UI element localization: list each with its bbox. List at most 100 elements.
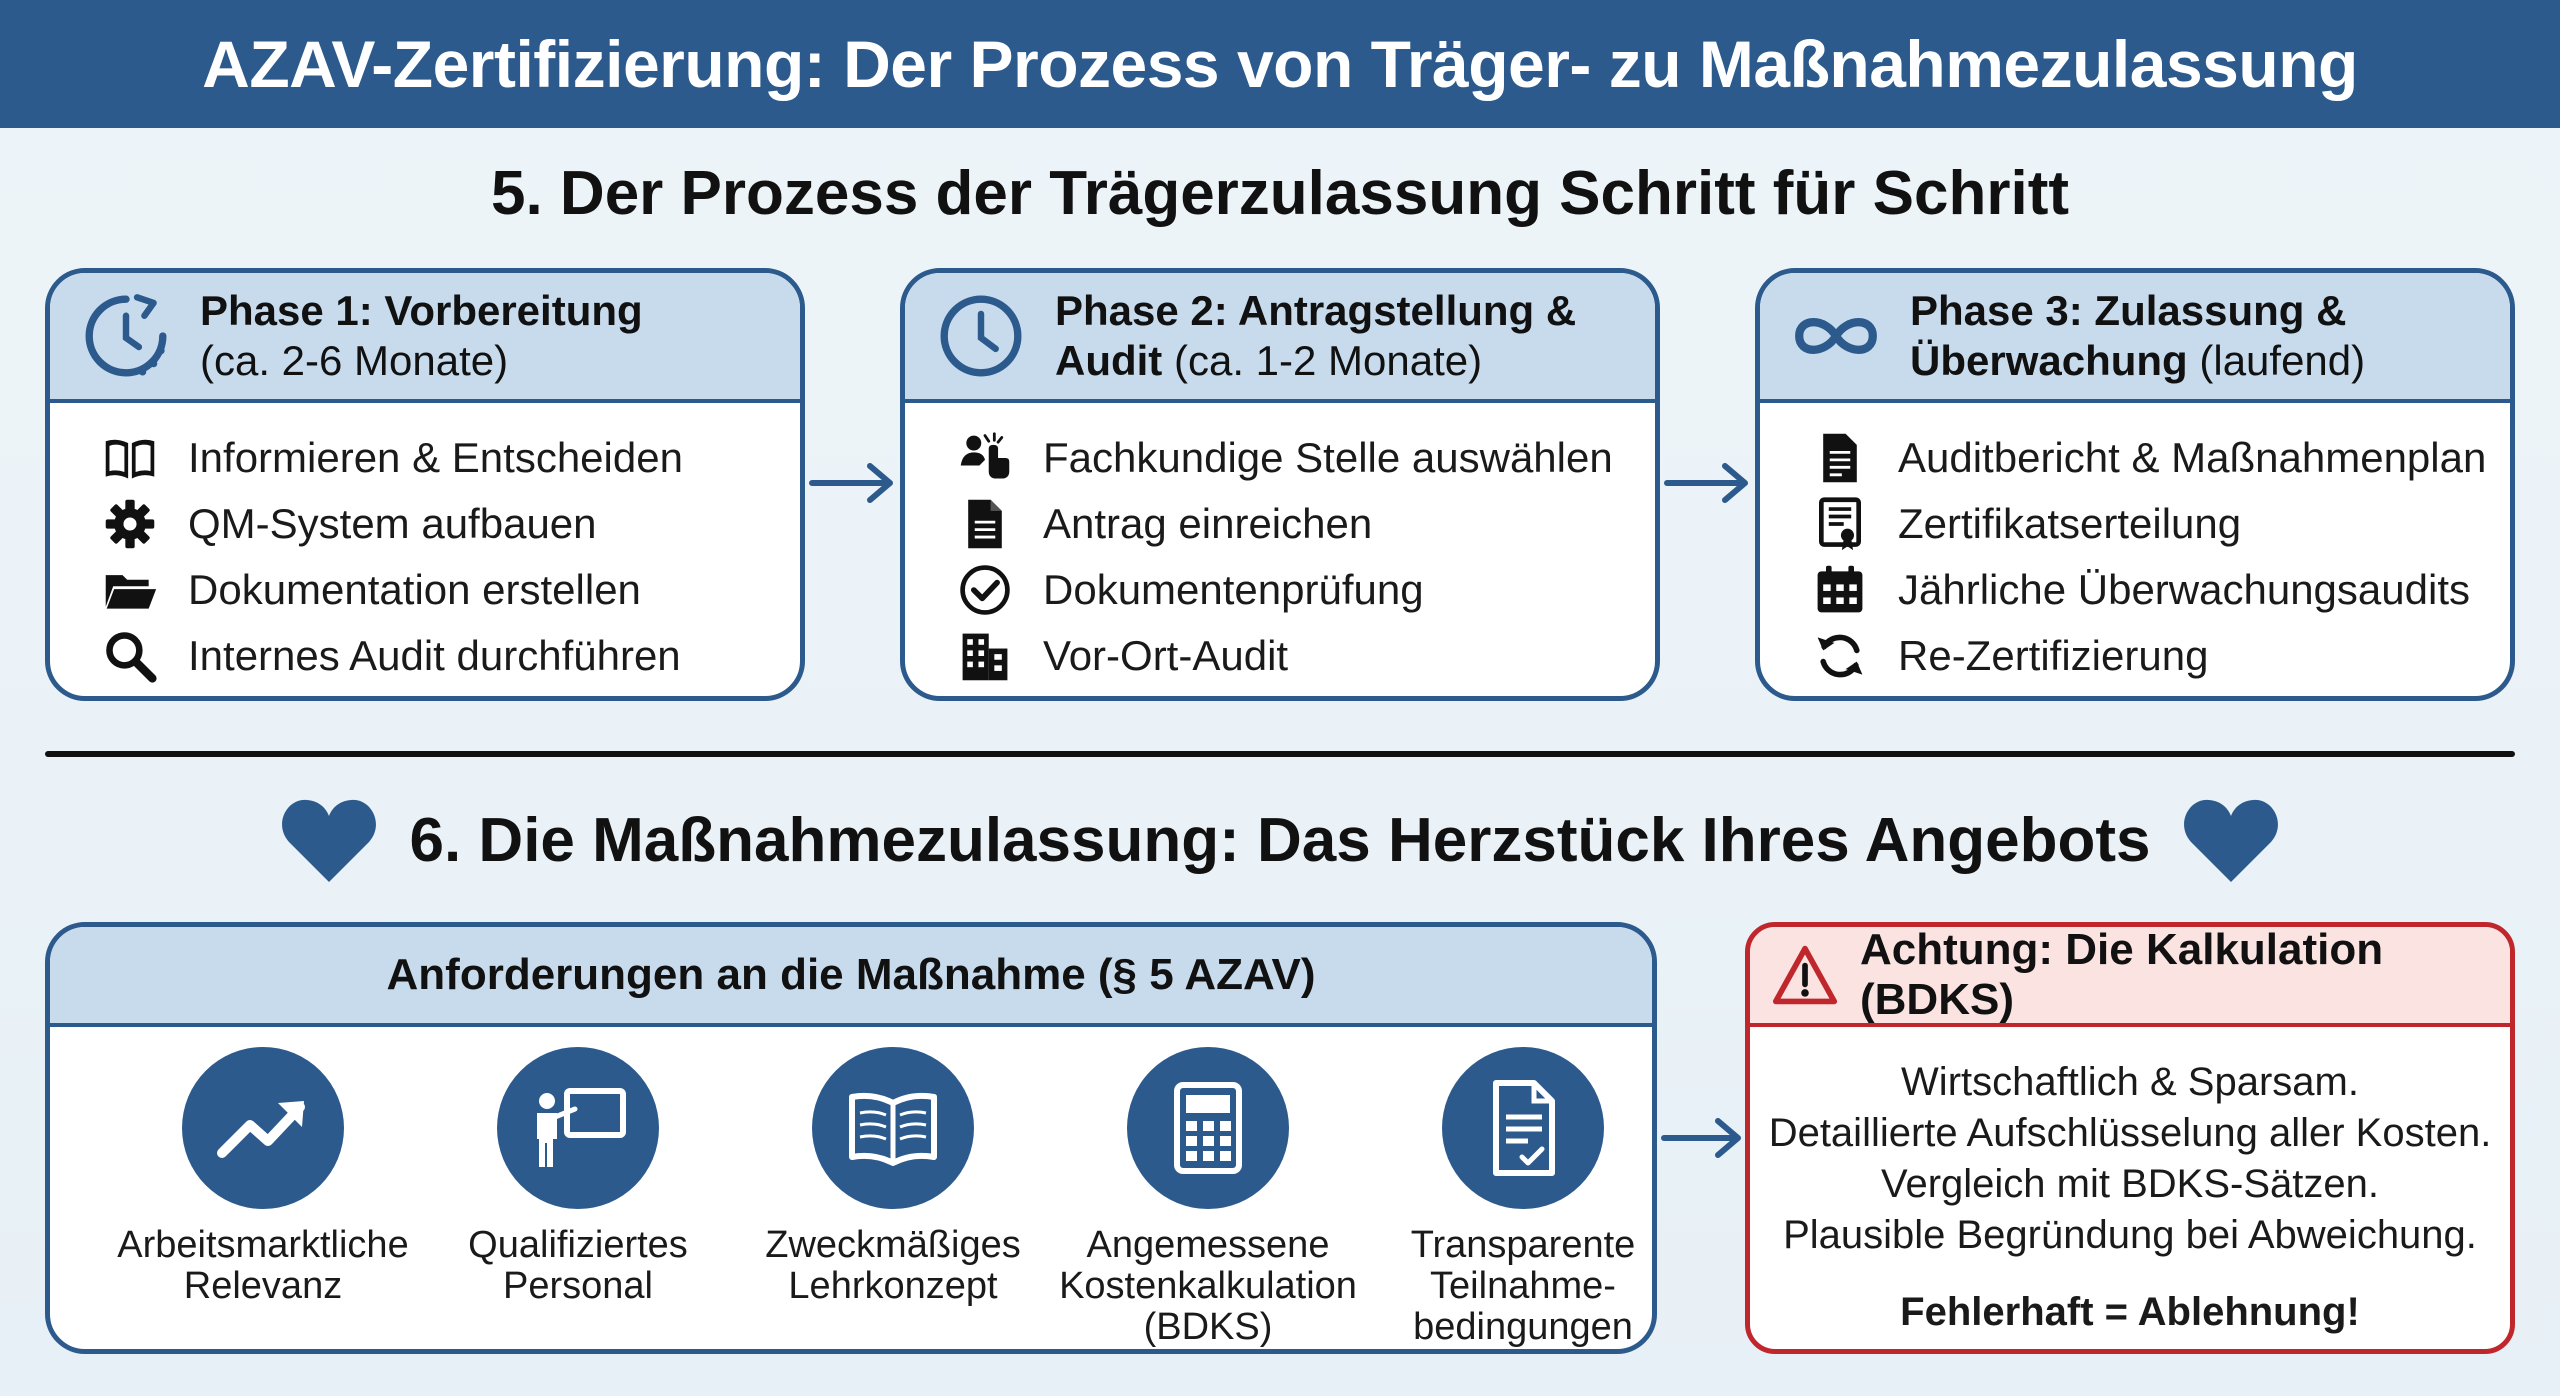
requirement-icon-circle [1127, 1047, 1289, 1209]
list-item: Auditbericht & Maßnahmenplan [1812, 425, 2510, 491]
list-item: Internes Audit durchführen [102, 623, 800, 689]
requirement-item: Qualifiziertes Personal [423, 1047, 733, 1307]
phase-3-duration: (laufend) [2199, 337, 2366, 384]
requirement-icon-circle [812, 1047, 974, 1209]
warning-line: Plausible Begründung bei Abweichung. [1783, 1213, 2477, 1257]
requirement-item: Angemessene Kostenkalkulation (BDKS) [1053, 1047, 1363, 1348]
building-icon [962, 633, 1008, 681]
title-bar: AZAV-Zertifizierung: Der Prozess von Trä… [0, 0, 2560, 128]
requirement-item: Zweckmäßiges Lehrkonzept [738, 1047, 1048, 1307]
warning-line: Vergleich mit BDKS-Sätzen. [1881, 1162, 2379, 1206]
list-item: Dokumentation erstellen [102, 557, 800, 623]
phase-1-duration: (ca. 2-6 Monate) [200, 337, 509, 384]
requirement-label: Arbeitsmarktliche Relevanz [117, 1224, 409, 1307]
requirement-item: Transparente Teilnahme- bedingungen [1368, 1047, 1652, 1348]
phase-2-title-bold-2: Audit [1055, 337, 1163, 384]
list-item-label: Dokumentenprüfung [1043, 566, 1424, 613]
requirements-card: Anforderungen an die Maßnahme (§ 5 AZAV)… [45, 922, 1657, 1354]
section-5-title: 5. Der Prozess der Trägerzulassung Schri… [490, 159, 2069, 228]
check-circle-icon [960, 565, 1010, 615]
phase-3-header: Phase 3: Zulassung & Überwachung (laufen… [1760, 273, 2510, 403]
phase-3-title: Phase 3: Zulassung & Überwachung (laufen… [1910, 286, 2365, 386]
page-title: AZAV-Zertifizierung: Der Prozess von Trä… [202, 27, 2358, 101]
requirement-icon-circle [1442, 1047, 1604, 1209]
list-item-label: Dokumentation erstellen [188, 566, 641, 613]
requirement-label: Angemessene Kostenkalkulation (BDKS) [1059, 1224, 1357, 1348]
phase-2-card: Phase 2: Antragstellung & Audit (ca. 1-2… [900, 268, 1660, 701]
list-item-label: Fachkundige Stelle auswählen [1043, 434, 1613, 481]
gear-icon [105, 499, 155, 549]
list-item: Antrag einreichen [957, 491, 1655, 557]
requirement-item: Arbeitsmarktliche Relevanz [108, 1047, 418, 1307]
list-item: Fachkundige Stelle auswählen [957, 425, 1655, 491]
requirement-label: Zweckmäßiges Lehrkonzept [765, 1224, 1021, 1307]
requirement-icon-circle [497, 1047, 659, 1209]
search-icon [106, 632, 157, 683]
phase-2-list: Fachkundige Stelle auswählen Antrag einr… [905, 403, 1655, 689]
phase-2-duration: (ca. 1-2 Monate) [1173, 337, 1483, 384]
phase-2-header: Phase 2: Antragstellung & Audit (ca. 1-2… [905, 273, 1655, 403]
phase-3-list: Auditbericht & Maßnahmenplan Zertifikats… [1760, 403, 2510, 689]
phase-2-title-bold: Phase 2: Antragstellung & [1055, 287, 1577, 334]
clock-progress-icon [85, 294, 167, 377]
list-item: Jährliche Überwachungsaudits [1812, 557, 2510, 623]
phase-1-title-bold: Phase 1: Vorbereitung [200, 287, 643, 334]
section-6-title: 6. Die Maßnahmezulassung: Das Herzstück … [409, 805, 2151, 875]
list-item-label: Zertifikatserteilung [1898, 500, 2242, 547]
clock-icon [940, 295, 1022, 377]
requirements-title: Anforderungen an die Maßnahme (§ 5 AZAV) [50, 927, 1652, 1027]
open-book-icon [849, 1092, 937, 1166]
phase-3-title-bold-2: Überwachung [1910, 337, 2188, 384]
phase-1-list: Informieren & Entscheiden QM-System aufb… [50, 403, 800, 689]
requirement-icon-circle [182, 1047, 344, 1209]
arrow-icon [809, 463, 893, 503]
list-item-label: Internes Audit durchführen [188, 632, 681, 679]
list-item-label: QM-System aufbauen [188, 500, 597, 547]
folder-icon [105, 575, 157, 609]
teacher-icon [537, 1088, 626, 1167]
list-item: Informieren & Entscheiden [102, 425, 800, 491]
list-item: Zertifikatserteilung [1812, 491, 2510, 557]
calculator-icon [1174, 1082, 1242, 1174]
requirement-label: Transparente Teilnahme- bedingungen [1410, 1224, 1636, 1348]
section-divider [45, 751, 2515, 757]
warning-line: Wirtschaftlich & Sparsam. [1901, 1060, 2359, 1104]
arrow-icon [1661, 1118, 1741, 1158]
phase-3-title-bold: Phase 3: Zulassung & [1910, 287, 2347, 334]
list-item: Dokumentenprüfung [957, 557, 1655, 623]
refresh-icon [1817, 634, 1863, 678]
calendar-icon [1817, 565, 1863, 613]
infinity-icon [1795, 318, 1877, 354]
list-item-label: Re-Zertifizierung [1898, 632, 2209, 679]
list-item-label: Jährliche Überwachungsaudits [1898, 566, 2470, 613]
report-icon [1823, 433, 1857, 483]
warning-triangle-icon [1772, 945, 1838, 1005]
heart-icon [2183, 799, 2278, 882]
phase-2-title: Phase 2: Antragstellung & Audit (ca. 1-2… [1055, 286, 1576, 386]
phase-1-header: Phase 1: Vorbereitung (ca. 2-6 Monate) [50, 273, 800, 403]
list-item-label: Informieren & Entscheiden [188, 434, 683, 481]
warning-conclusion: Fehlerhaft = Ablehnung! [1900, 1290, 2360, 1334]
list-item-label: Auditbericht & Maßnahmenplan [1898, 434, 2487, 481]
heart-icon [282, 799, 377, 882]
phase-3-card: Phase 3: Zulassung & Überwachung (laufen… [1755, 268, 2515, 701]
list-item-label: Vor-Ort-Audit [1043, 632, 1289, 679]
requirements-list: Arbeitsmarktliche Relevanz Qualifizierte… [50, 1047, 1652, 1348]
arrow-icon [1664, 463, 1748, 503]
checklist-document-icon [1493, 1080, 1555, 1176]
trend-up-icon [217, 1101, 305, 1158]
phase-1-card: Phase 1: Vorbereitung (ca. 2-6 Monate) I… [45, 268, 805, 701]
phase-1-title: Phase 1: Vorbereitung (ca. 2-6 Monate) [200, 286, 643, 386]
book-icon [105, 439, 155, 479]
warning-body: Wirtschaftlich & Sparsam. Detaillierte A… [1750, 1027, 2510, 1338]
user-select-icon [960, 432, 1010, 479]
certificate-icon [1819, 497, 1861, 551]
warning-card: Achtung: Die Kalkulation (BDKS) Wirtscha… [1745, 922, 2515, 1354]
warning-title: Achtung: Die Kalkulation (BDKS) [1860, 925, 2384, 1024]
warning-header: Achtung: Die Kalkulation (BDKS) [1750, 927, 2510, 1027]
requirement-label: Qualifiziertes Personal [468, 1224, 688, 1307]
list-item-label: Antrag einreichen [1043, 500, 1373, 547]
list-item: QM-System aufbauen [102, 491, 800, 557]
warning-line: Detaillierte Aufschlüsselung aller Koste… [1768, 1111, 2492, 1155]
section-6-heading: 6. Die Maßnahmezulassung: Das Herzstück … [0, 790, 2560, 890]
